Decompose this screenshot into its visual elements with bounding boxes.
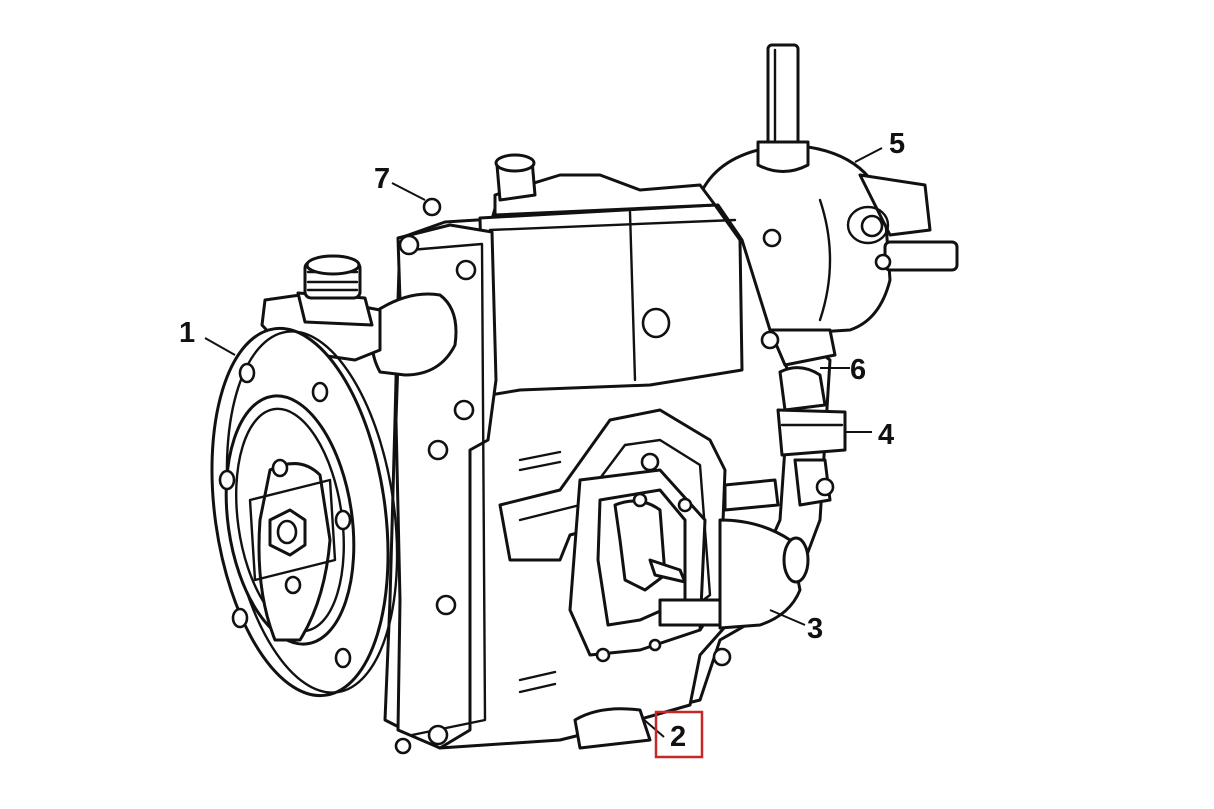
drive-flange: [210, 326, 399, 698]
control-bracket: [498, 408, 727, 663]
callout-4[interactable]: 4: [878, 419, 894, 451]
callout-5[interactable]: 5: [889, 128, 905, 160]
callout-2[interactable]: 2: [670, 721, 686, 753]
callout-2-highlight: [654, 710, 704, 759]
callout-labels: 1 2 3 4 5 6 7: [179, 128, 905, 759]
callout-3[interactable]: 3: [807, 613, 823, 645]
callout-7[interactable]: 7: [374, 163, 390, 195]
callout-leaders: [204, 147, 883, 738]
shutoff-valve-body: [712, 478, 810, 667]
throttle-shaft: [756, 43, 810, 173]
governor-housing: [698, 43, 959, 337]
side-fittings: [760, 228, 892, 507]
callout-1[interactable]: 1: [179, 317, 195, 349]
cover-bolts: [394, 197, 477, 755]
callout-6[interactable]: 6: [850, 354, 866, 386]
